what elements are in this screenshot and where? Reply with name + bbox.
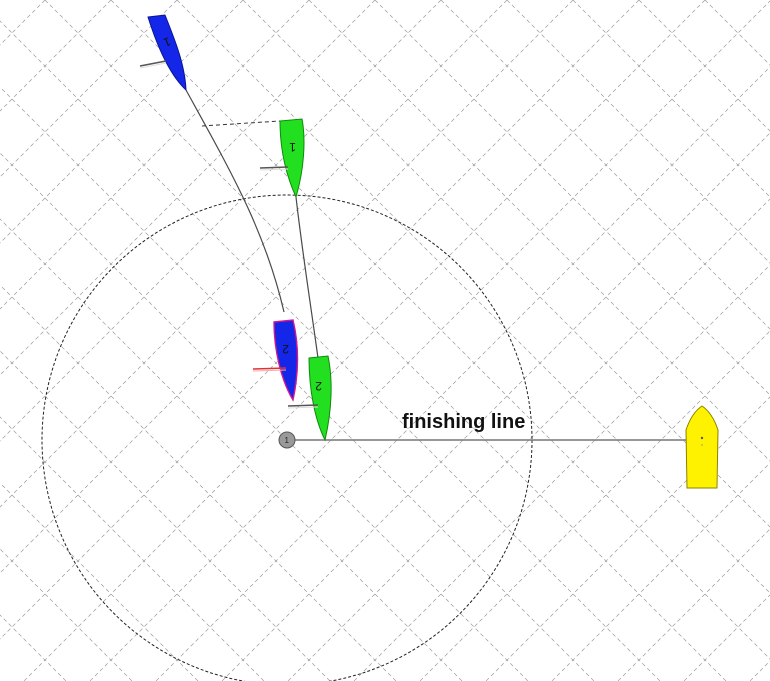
grid-line (618, 0, 770, 681)
grid-line (705, 0, 770, 681)
blue-boat-1: 1 (140, 15, 186, 90)
grid-line (111, 0, 770, 681)
grid-line (45, 0, 726, 681)
grid-line (0, 0, 45, 681)
grid-line (222, 0, 770, 681)
grid-line (684, 0, 770, 681)
overlap-line (202, 121, 280, 126)
grid-line (750, 0, 770, 681)
grid-line (639, 0, 770, 681)
grid-line (441, 0, 770, 681)
grid-line (90, 0, 770, 681)
grid-line (0, 0, 111, 681)
grid-line (177, 0, 770, 681)
grid-line (156, 0, 770, 681)
grid-line (243, 0, 770, 681)
grid-line (0, 0, 441, 681)
grid-line (507, 0, 770, 681)
green-boat-2-number: 2 (315, 379, 322, 393)
green-track (296, 197, 318, 358)
grid-line (0, 0, 132, 681)
grid-line (0, 0, 528, 681)
grid-line (24, 0, 705, 681)
mark-1-label: 1 (285, 436, 290, 445)
grid-line (0, 0, 198, 681)
grid-line (0, 0, 309, 681)
grid-line (0, 0, 660, 681)
grid-line (0, 0, 639, 681)
grid-line (0, 0, 507, 681)
grid-line (0, 0, 396, 681)
blue-boat-2-number: 2 (282, 342, 289, 356)
green-boat-1: 1 (260, 119, 304, 197)
grid-line (486, 0, 770, 681)
grid-line (573, 0, 770, 681)
grid-line (354, 0, 770, 681)
grid-line (375, 0, 770, 681)
grid-line (0, 0, 375, 681)
grid-line (0, 0, 264, 681)
finishing-line-label: finishing line (402, 411, 525, 433)
grid-line (0, 0, 243, 681)
grid-line (0, 0, 462, 681)
grid-line (0, 0, 66, 681)
grid-line (420, 0, 770, 681)
grid-line (309, 0, 770, 681)
blue-boat-2: 2 (253, 320, 298, 400)
green-boat-1-number: 1 (289, 140, 296, 154)
committee-boat (686, 406, 718, 488)
grid-line (288, 0, 770, 681)
grid-line (552, 0, 770, 681)
grid-line (0, 0, 177, 681)
mark-1: 1 (279, 432, 295, 448)
